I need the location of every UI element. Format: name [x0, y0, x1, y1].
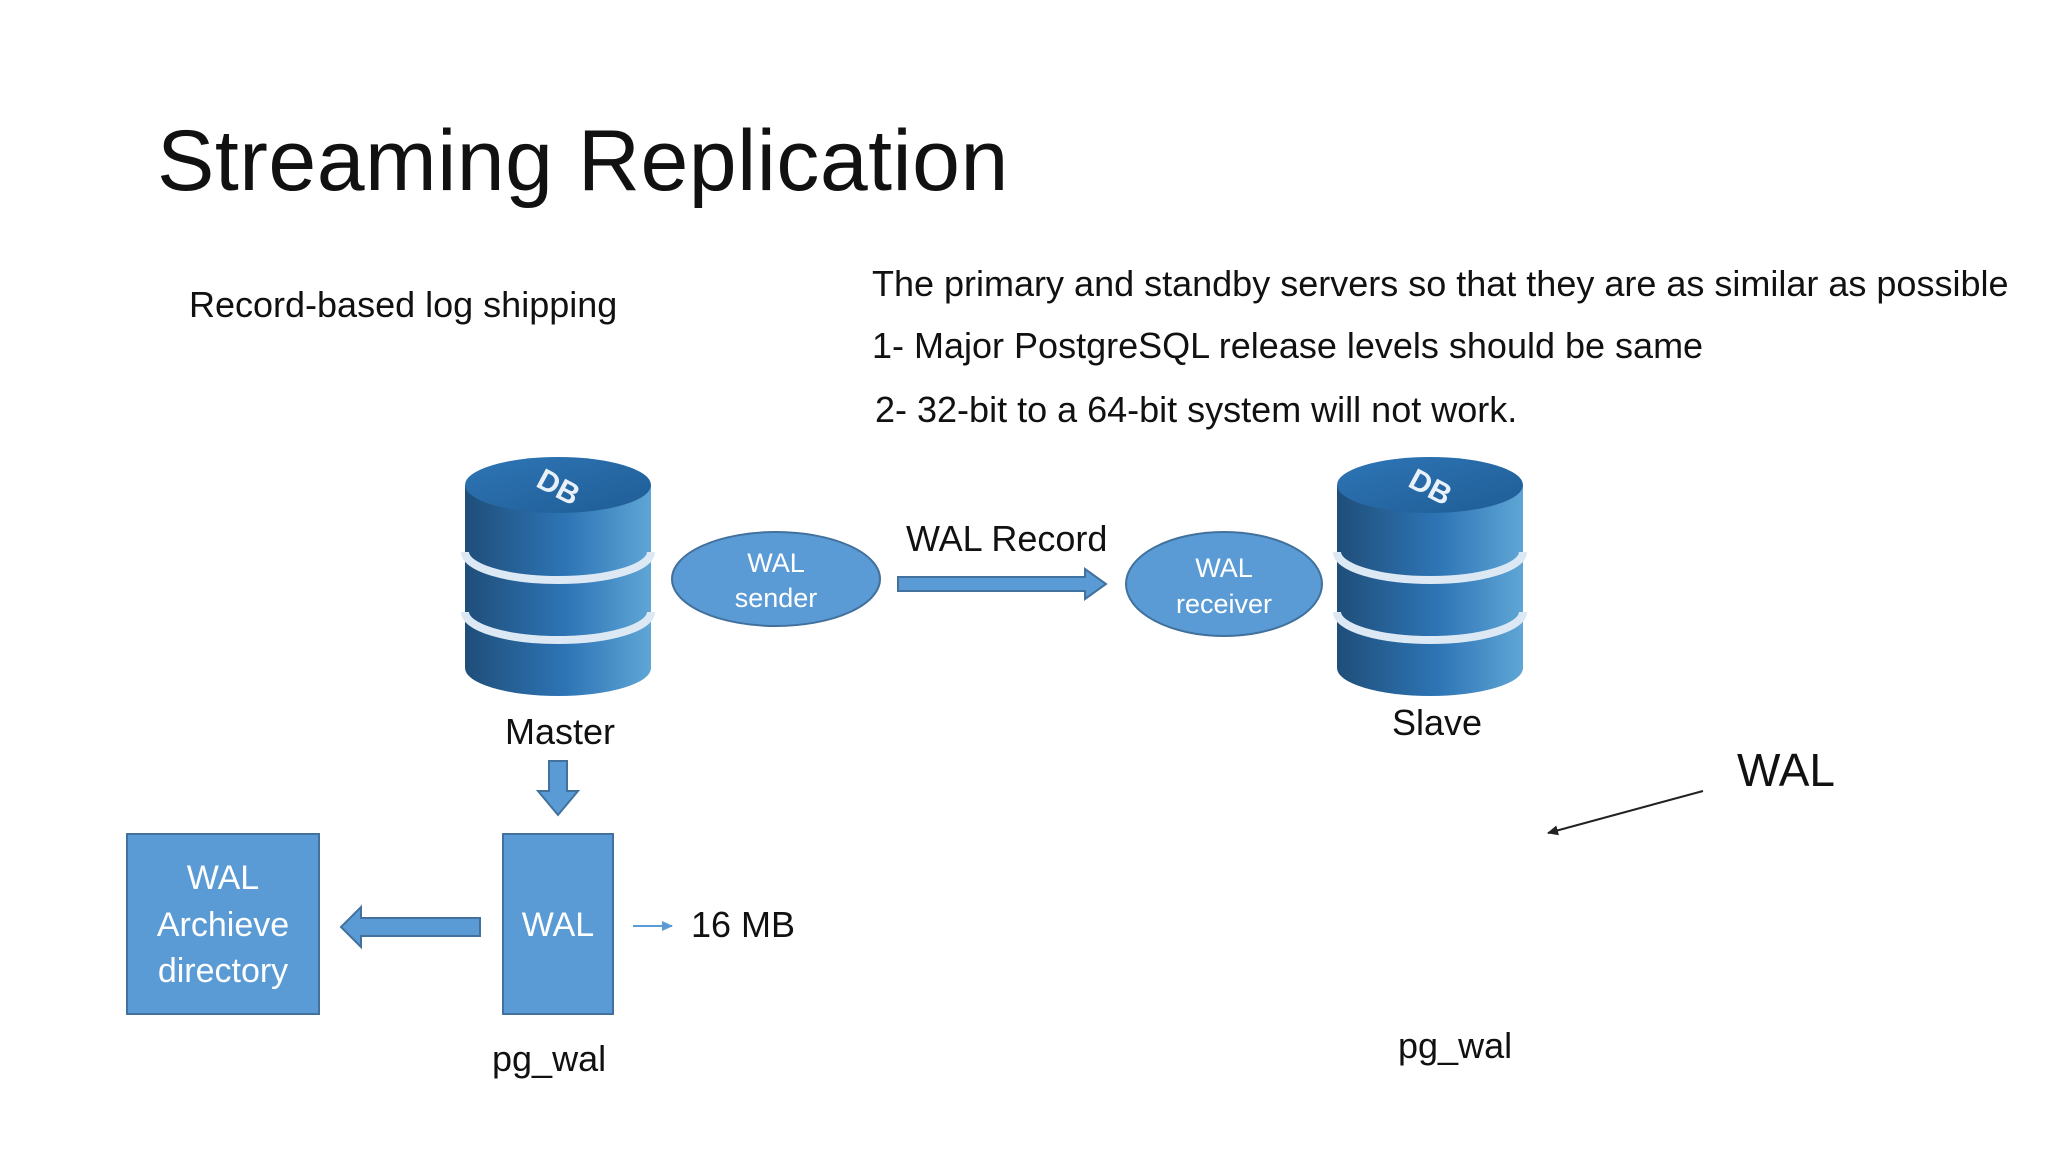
- wal-box: WAL: [502, 833, 614, 1015]
- archive-line1: WAL: [187, 859, 259, 897]
- slave-caption: Slave: [1392, 702, 1483, 743]
- wal-annotation-label: WAL: [1737, 744, 1835, 796]
- wal-annotation-arrow: [1547, 790, 1704, 836]
- slide-subtitle: Record-based log shipping: [189, 284, 618, 325]
- wal-sender-node: WAL sender: [671, 531, 881, 627]
- wal-archive-box: WAL Archieve directory: [126, 833, 320, 1015]
- master-caption: Master: [505, 711, 616, 752]
- wal-sender-line2: sender: [735, 583, 818, 613]
- archive-line3: directory: [158, 952, 288, 990]
- slide-title: Streaming Replication: [157, 113, 1009, 209]
- slave-db-icon: DB: [1333, 457, 1527, 696]
- note-line-2: 1- Major PostgreSQL release levels shoul…: [872, 325, 1704, 366]
- wal-to-archive-arrow: [339, 904, 481, 950]
- note-line-1: The primary and standby servers so that …: [872, 263, 2009, 304]
- master-db-icon: DB: [461, 457, 655, 696]
- wal-sender-line1: WAL: [747, 548, 805, 578]
- master-dir-label: pg_wal: [492, 1038, 607, 1079]
- wal-receiver-node: WAL receiver: [1125, 531, 1323, 637]
- wal-receiver-line2: receiver: [1176, 589, 1272, 619]
- size-label: 16 MB: [691, 904, 796, 945]
- wal-record-label: WAL Record: [906, 518, 1108, 559]
- slave-dir-label: pg_wal: [1398, 1025, 1513, 1066]
- wal-box-label: WAL: [522, 906, 594, 944]
- wal-record-arrow: [897, 567, 1108, 601]
- master-to-wal-arrow: [535, 760, 581, 817]
- note-line-3: 2- 32-bit to a 64-bit system will not wo…: [875, 389, 1518, 430]
- wal-receiver-line1: WAL: [1195, 553, 1253, 583]
- archive-line2: Archieve: [157, 906, 289, 944]
